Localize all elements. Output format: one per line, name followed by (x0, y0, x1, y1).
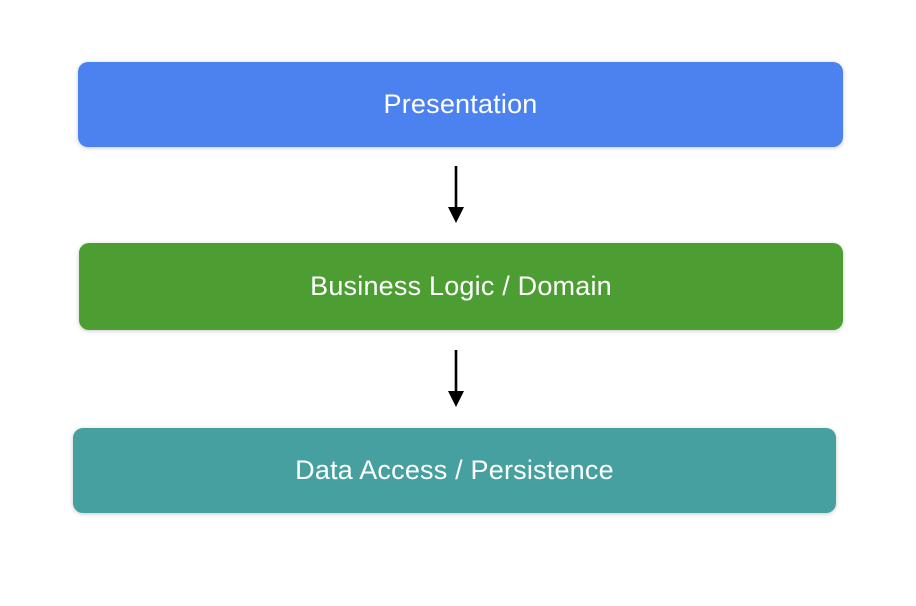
layer-node-data-access-persistence: Data Access / Persistence (73, 428, 836, 513)
down-arrow-icon (448, 350, 464, 407)
layer-label-presentation: Presentation (383, 89, 538, 119)
down-arrow-icon (448, 166, 464, 223)
layer-label-business-logic-domain: Business Logic / Domain (310, 271, 612, 301)
layer-node-presentation: Presentation (78, 62, 843, 147)
layer-node-business-logic-domain: Business Logic / Domain (79, 243, 843, 330)
layer-label-data-access-persistence: Data Access / Persistence (295, 455, 614, 485)
